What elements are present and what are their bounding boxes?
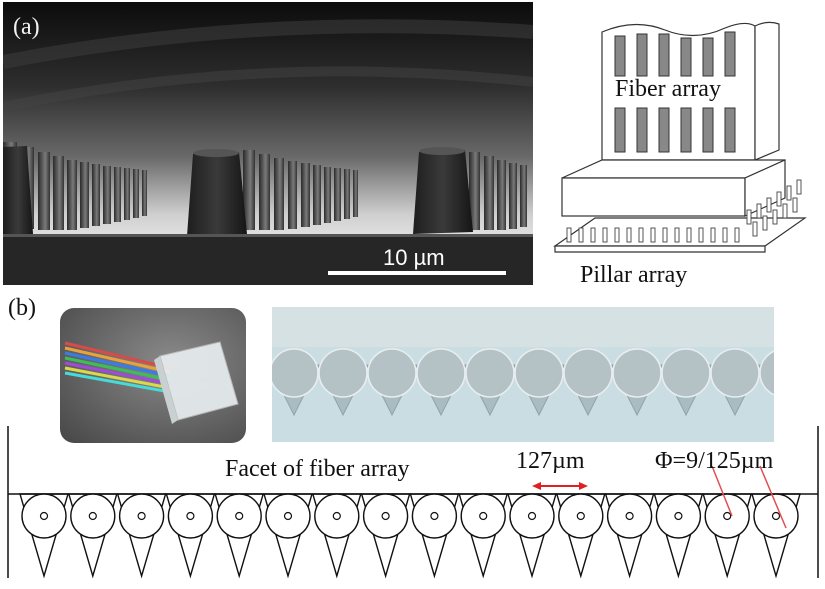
scale-bar-label: 10 µm <box>383 245 445 270</box>
fiber-array-product-photo <box>60 308 246 443</box>
micro-fiber <box>513 348 565 417</box>
micro-fiber <box>272 348 320 417</box>
diameter-label: Φ=9/125µm <box>655 448 774 474</box>
fiber-array-label: Fiber array <box>615 76 721 102</box>
micro-fiber <box>709 348 761 417</box>
sem-micrograph <box>3 2 533 285</box>
facet-microscope-image <box>272 307 774 442</box>
fiber-v-groove <box>604 493 655 579</box>
fiber-v-groove <box>458 493 509 579</box>
fiber-v-groove <box>165 493 216 579</box>
facet-micrograph <box>272 307 774 442</box>
micro-fiber <box>317 348 369 417</box>
diameter-leader-line <box>711 465 733 517</box>
fiber-v-groove <box>751 493 801 579</box>
micro-fiber <box>660 348 712 417</box>
pitch-label: 127µm <box>516 448 585 474</box>
fiber-v-groove <box>263 493 313 579</box>
scale-bar <box>328 271 506 275</box>
micro-fiber <box>562 348 614 417</box>
micro-fiber <box>611 348 663 417</box>
fiber-v-groove <box>214 493 265 579</box>
fiber-v-groove <box>702 493 753 579</box>
micro-fiber <box>758 350 774 397</box>
fiber-v-groove <box>67 493 118 579</box>
pitch-arrow <box>532 482 588 490</box>
diameter-leader-line <box>759 465 787 529</box>
micro-fiber <box>366 348 418 417</box>
micro-fiber <box>415 348 467 417</box>
pillar-array-label: Pillar array <box>580 262 688 288</box>
facet-label: Facet of fiber array <box>225 456 410 482</box>
panel-a-label: (a) <box>13 14 40 40</box>
facet-schematic-drawing <box>7 426 819 579</box>
fiber-v-groove <box>360 493 411 579</box>
fiber-v-groove <box>653 493 704 579</box>
fiber-v-groove <box>311 493 362 579</box>
fiber-v-groove <box>507 493 557 579</box>
fiber-v-groove <box>555 493 606 579</box>
panel-b-label: (b) <box>8 295 36 321</box>
sem-image: (a) 10 µm <box>3 2 533 285</box>
fiber-v-groove <box>19 493 69 579</box>
fiber-v-groove <box>409 493 460 579</box>
fiber-array-photo <box>60 308 246 443</box>
facet-schematic: Facet of fiber array 127µm Φ=9/125µm <box>0 426 825 584</box>
schematic-drawing <box>553 21 807 253</box>
fiber-pillar-schematic: Fiber array Pillar array <box>545 0 825 295</box>
micro-fiber <box>464 348 516 417</box>
fiber-v-groove <box>116 493 167 579</box>
